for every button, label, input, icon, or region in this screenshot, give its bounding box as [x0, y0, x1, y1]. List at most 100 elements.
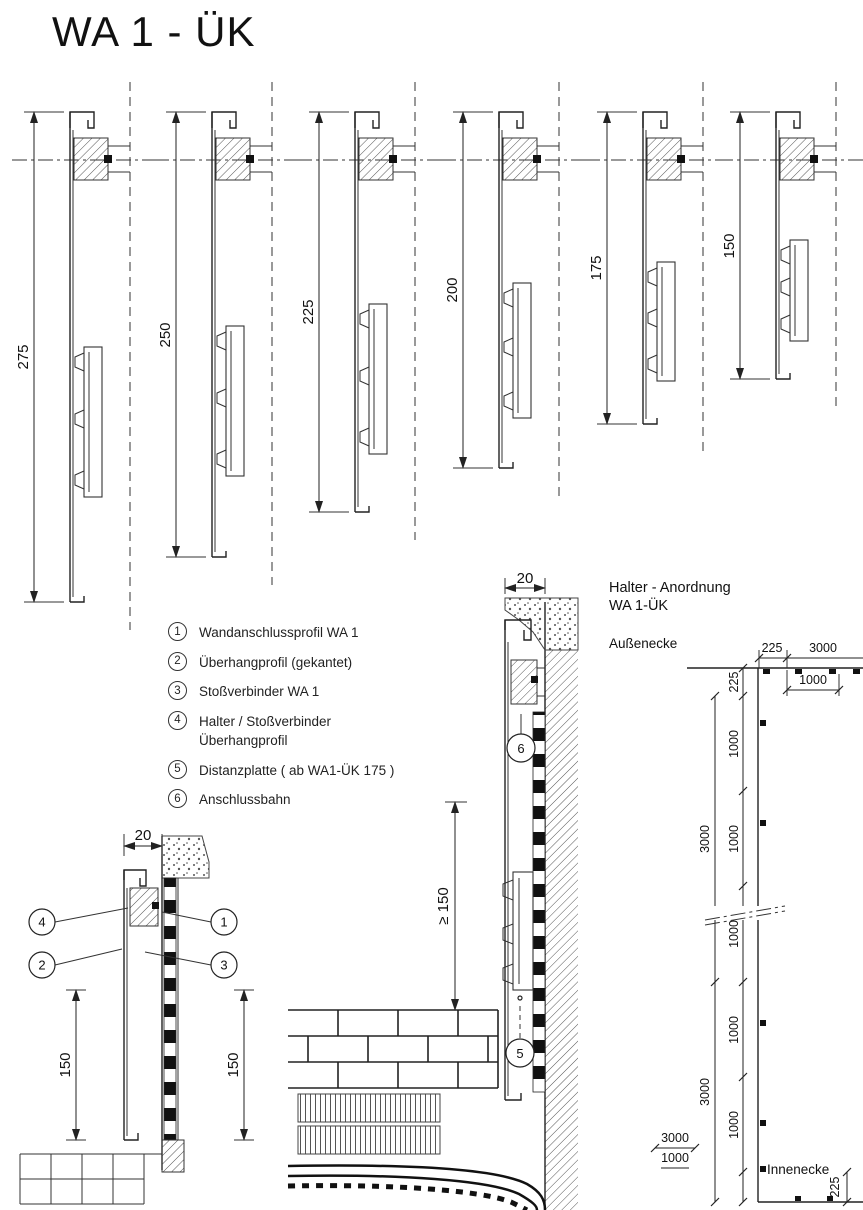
halter-layout-section: Halter - Anordnung WA 1-ÜK Außenecke 225… — [609, 580, 863, 1207]
height-dimension: 225 — [300, 111, 349, 513]
dim-3000-bottom: 3000 — [661, 1131, 689, 1145]
height-dimension: 250 — [157, 111, 206, 558]
dim-20-label: 20 — [135, 827, 152, 844]
detail-middle-section: 20 6 ≥ 150 — [287, 570, 579, 1210]
svg-text:1000: 1000 — [799, 673, 827, 687]
svg-text:5: 5 — [516, 1046, 523, 1061]
dim-225-v: 225 — [727, 672, 741, 693]
insulation-block — [161, 1139, 185, 1173]
dim-label: 200 — [444, 277, 461, 302]
mid-bracket — [502, 871, 534, 991]
callout-1: 1 — [161, 908, 238, 936]
dim-top-chain: 225 3000 — [754, 641, 863, 668]
dim-min-150: ≥ 150 — [435, 801, 467, 1011]
dim-150-right: 150 — [225, 989, 254, 1141]
dim-label: 225 — [300, 299, 317, 324]
profile-outline — [775, 111, 801, 380]
svg-text:2: 2 — [38, 958, 45, 973]
svg-text:6: 6 — [517, 741, 524, 756]
tile-grid — [19, 1153, 162, 1205]
legend-item: 3 Stoßverbinder WA 1 — [168, 681, 483, 702]
profile-outline — [354, 111, 380, 513]
legend-number-badge: 5 — [168, 759, 187, 779]
drawing-title: WA 1 - ÜK — [52, 8, 256, 55]
dim-label: 250 — [157, 322, 174, 347]
legend-item: 6 Anschlussbahn — [168, 789, 483, 810]
callout-6: 6 — [506, 714, 536, 763]
mid-bracket — [647, 261, 676, 382]
dim-min-150-label: ≥ 150 — [435, 887, 452, 924]
dim-label: 150 — [721, 233, 738, 258]
legend-number-badge: 2 — [168, 651, 187, 671]
mid-bracket — [359, 303, 388, 455]
dim-20: 20 — [123, 827, 163, 856]
svg-text:1: 1 — [220, 915, 227, 930]
legend-number-badge: 4 — [168, 710, 187, 730]
svg-text:4: 4 — [38, 915, 45, 930]
legend-label: Wandanschlussprofil WA 1 — [199, 625, 359, 640]
legend: 1 Wandanschlussprofil WA 1 2 Überhangpro… — [168, 622, 483, 819]
mid-bracket — [503, 282, 532, 419]
connection-membrane — [532, 711, 546, 1093]
joint-tape — [163, 877, 177, 1141]
tile-grid — [288, 1009, 499, 1089]
dim-20-label: 20 — [517, 570, 534, 587]
legend-label: Distanzplatte ( ab WA1-ÜK 175 ) — [199, 762, 395, 778]
callout-3: 3 — [144, 951, 238, 979]
svg-text:3: 3 — [220, 958, 227, 973]
mid-bracket — [216, 325, 245, 477]
dim-1000-top: 1000 — [782, 670, 844, 696]
top-bracket — [358, 137, 415, 181]
top-bracket — [502, 137, 559, 181]
svg-text:1000: 1000 — [727, 920, 741, 948]
dim-3000-top: 3000 — [809, 641, 837, 655]
profile-outline — [69, 111, 95, 603]
dim-chain-outer: 3000 3000 — [698, 691, 720, 1207]
break-symbol — [703, 905, 786, 926]
profile-outline — [504, 619, 532, 1101]
height-dimension: 200 — [444, 111, 493, 469]
profile-view-275: 275 — [12, 82, 157, 630]
profile-view-175: 175 — [585, 82, 730, 452]
svg-text:225: 225 — [828, 1177, 842, 1198]
profile-view-200: 200 — [441, 82, 586, 496]
svg-text:1000: 1000 — [727, 825, 741, 853]
height-dimension: 275 — [15, 111, 64, 603]
svg-text:3000: 3000 — [698, 825, 712, 853]
legend-number-badge: 6 — [168, 789, 187, 809]
wall-hatch — [545, 650, 578, 1210]
dim-label: 175 — [588, 255, 605, 280]
top-bracket — [73, 137, 130, 181]
legend-number-badge: 1 — [168, 622, 187, 641]
svg-text:1000: 1000 — [727, 1111, 741, 1139]
profile-outline — [123, 869, 147, 1141]
top-bracket — [129, 887, 159, 927]
profile-view-250: 250 — [154, 82, 299, 585]
dim-label: 275 — [15, 344, 32, 369]
height-dimension: 175 — [588, 111, 637, 425]
halter-marks-vertical — [760, 720, 766, 1172]
legend-item: 5 Distanzplatte ( ab WA1-ÜK 175 ) — [168, 759, 483, 781]
legend-number-badge: 3 — [168, 681, 187, 701]
svg-text:1000: 1000 — [727, 730, 741, 758]
detail-left-section: 20 4 2 1 3 150 150 — [19, 827, 254, 1205]
dim-225-top: 225 — [762, 641, 783, 655]
callout-4: 4 — [28, 907, 129, 936]
legend-item: 2 Überhangprofil (gekantet) — [168, 651, 483, 673]
legend-label: Anschlussbahn — [199, 792, 291, 808]
svg-text:3000: 3000 — [698, 1078, 712, 1106]
top-bracket — [215, 137, 272, 181]
legend-label: Überhangprofil (gekantet) — [199, 654, 353, 670]
callout-5: 5 — [505, 995, 535, 1068]
mortar-speckle — [504, 597, 579, 651]
innenecke-label: Innenecke — [767, 1162, 829, 1177]
dim-150-right-label: 150 — [225, 1052, 242, 1077]
profile-outline — [498, 111, 524, 469]
halter-marks-bottom — [795, 1196, 833, 1201]
dim-chain-inner: 225 1000 1000 1000 1000 1000 — [727, 663, 748, 1207]
dim-bottom-labels: 3000 1000 — [650, 1131, 700, 1169]
legend-item: 1 Wandanschlussprofil WA 1 — [168, 622, 483, 643]
